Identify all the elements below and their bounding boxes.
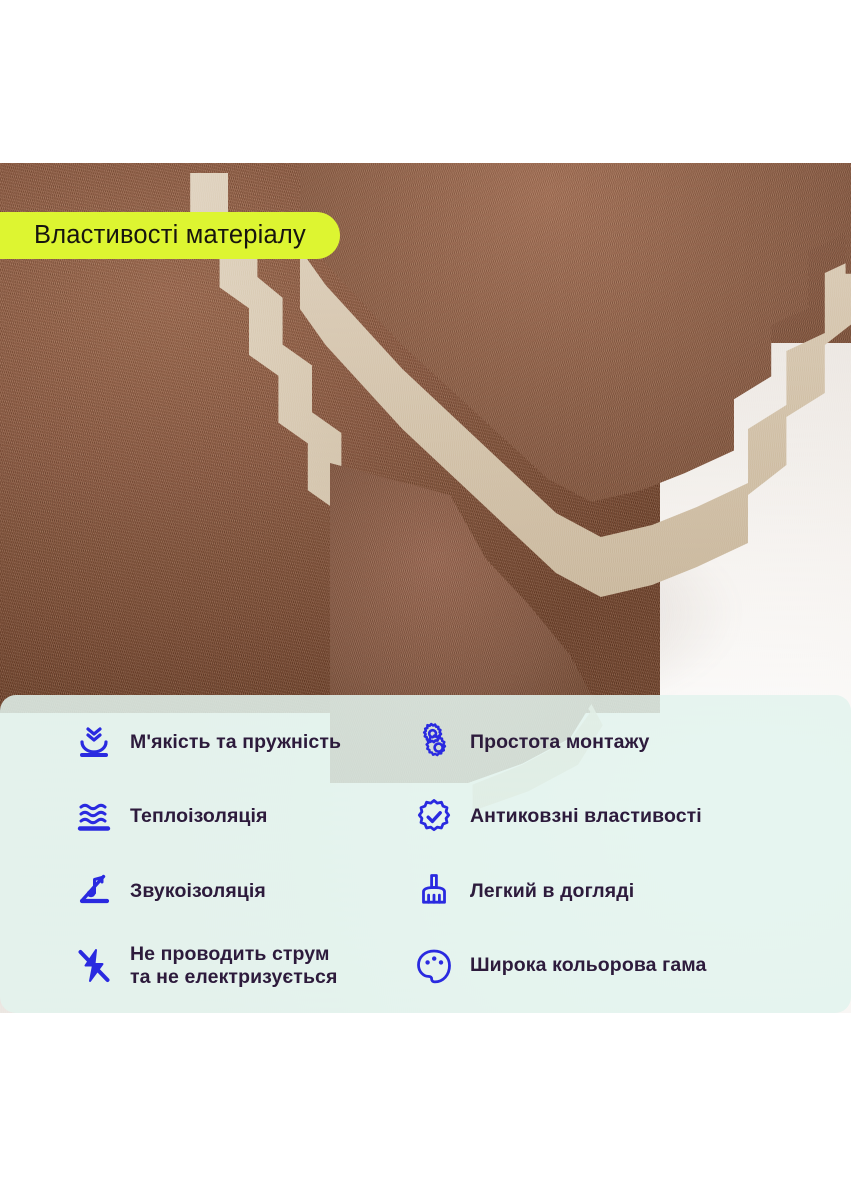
feature-item-no-electricity: Не проводить струм та не електризується	[0, 929, 400, 1004]
features-panel: М'якість та пружність Простота монтажу	[0, 695, 851, 1013]
feature-label: М'якість та пружність	[130, 730, 342, 753]
muted-note-icon	[72, 869, 116, 913]
no-electricity-icon	[72, 944, 116, 988]
badge-check-icon	[412, 795, 456, 839]
feature-item-softness: М'якість та пружність	[0, 705, 400, 780]
feature-label: Не проводить струм та не електризується	[130, 943, 338, 988]
feature-label: Теплоізоляція	[130, 805, 268, 828]
feature-item-installation: Простота монтажу	[400, 705, 851, 780]
gears-icon	[412, 720, 456, 764]
feature-label: Легкий в догляді	[469, 879, 635, 902]
palette-icon	[412, 944, 456, 988]
feature-item-colors: Широка кольорова гама	[400, 929, 851, 1004]
feature-item-easy-care: Легкий в догляді	[400, 854, 851, 929]
features-grid: М'якість та пружність Простота монтажу	[0, 695, 851, 1013]
softness-icon	[72, 720, 116, 764]
feature-item-soundproofing: Звукоізоляція	[0, 854, 400, 929]
feature-item-antislip: Антиковзні властивості	[400, 780, 851, 855]
feature-label: Антиковзні властивості	[469, 805, 702, 828]
section-title-pill: Властивості матеріалу	[0, 212, 340, 259]
thermal-waves-icon	[72, 795, 116, 839]
broom-icon	[412, 869, 456, 913]
feature-label: Звукоізоляція	[130, 879, 266, 902]
feature-label: Простота монтажу	[469, 730, 650, 753]
feature-label: Широка кольорова гама	[469, 954, 707, 977]
feature-item-thermal: Теплоізоляція	[0, 780, 400, 855]
page-title: Властивості матеріалу	[34, 221, 306, 249]
